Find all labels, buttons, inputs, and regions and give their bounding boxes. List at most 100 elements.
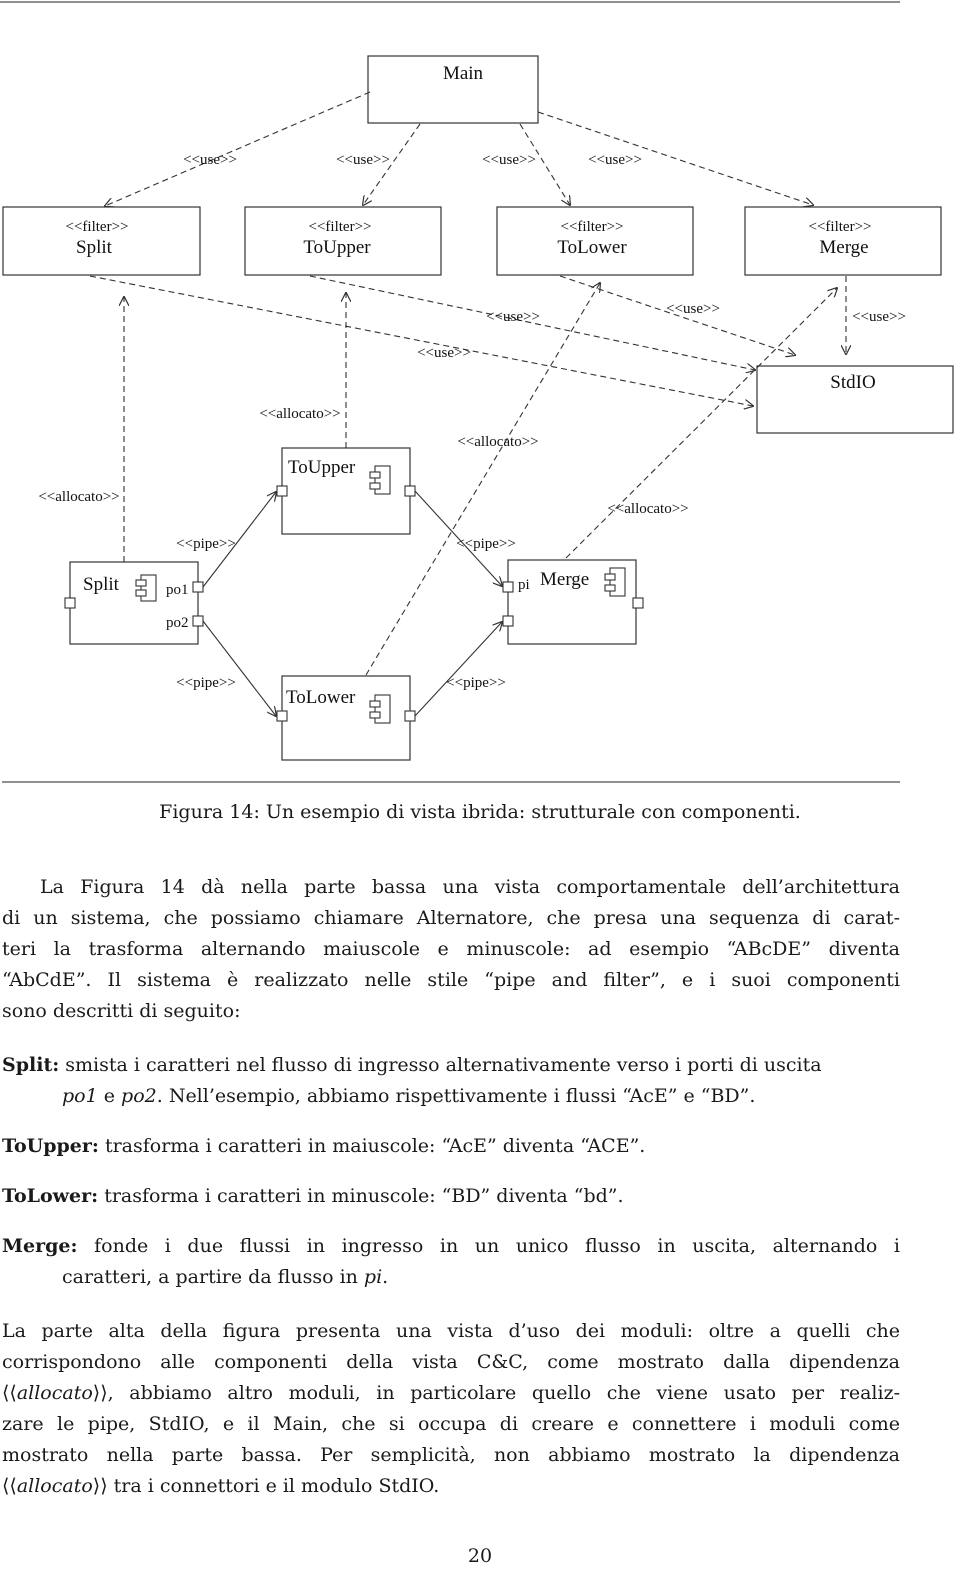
allocato-label-toupper: <<allocato>>	[259, 406, 340, 422]
port-square	[632, 597, 644, 609]
component-icon	[135, 574, 157, 602]
pipe-label-1: <<pipe>>	[176, 536, 236, 552]
use-label-2: <<use>>	[336, 152, 390, 168]
module-tolower: <<filter>> ToLower	[496, 206, 694, 276]
use-label-5: <<use>>	[486, 309, 540, 325]
para2-line-2: corrispondono alle componenti della vist…	[2, 1351, 900, 1373]
module-main-label: Main	[443, 63, 484, 84]
module-stdio-label: StdIO	[830, 372, 875, 393]
module-main: Main	[367, 55, 539, 124]
allocato-arrow-merge	[565, 288, 837, 559]
para2-line-4: zare le pipe, StdIO, e il Main, che si o…	[2, 1413, 900, 1435]
module-toupper-stereotype: <<filter>>	[309, 219, 372, 235]
para2-line-5: mostrato nella parte bassa. Per semplici…	[2, 1444, 900, 1466]
module-tolower-label: ToLower	[557, 237, 627, 258]
allocato-label-tolower: <<allocato>>	[457, 434, 538, 450]
component-tolower-label: ToLower	[286, 687, 356, 708]
port-square	[64, 597, 76, 609]
item-tolower: ToLower: trasforma i caratteri in minusc…	[2, 1181, 900, 1212]
item-split-po2: po2	[121, 1085, 157, 1107]
component-icon	[604, 567, 626, 597]
component-toupper-label: ToUpper	[288, 457, 356, 478]
item-split-po1: po1	[62, 1085, 98, 1107]
use-label-7: <<use>>	[852, 309, 906, 325]
port-po1-label: po1	[166, 582, 189, 598]
module-merge-label: Merge	[819, 237, 868, 258]
component-split: Split po1 po2	[64, 561, 204, 645]
module-merge-stereotype: <<filter>>	[809, 219, 872, 235]
item-merge-line2b: .	[382, 1266, 389, 1288]
port-square	[404, 485, 416, 497]
port-square	[276, 710, 288, 722]
component-icon	[369, 694, 391, 724]
port-pi-label: pi	[518, 577, 530, 593]
item-split-e: e	[97, 1085, 122, 1107]
item-toupper-text: trasforma i caratteri in maiuscole: “AcE…	[104, 1135, 646, 1157]
module-split-label: Split	[76, 237, 113, 258]
pipe-label-3: <<pipe>>	[176, 675, 236, 691]
component-tolower: ToLower	[276, 675, 416, 761]
use-label-6: <<use>>	[666, 301, 720, 317]
item-merge-line1: fonde i due flussi in ingresso in un uni…	[94, 1235, 900, 1257]
module-split-stereotype: <<filter>>	[66, 219, 129, 235]
item-tolower-text: trasforma i caratteri in minuscole: “BD”…	[104, 1185, 624, 1207]
para1-line-2: di un sistema, che possiamo chiamare Alt…	[2, 907, 900, 929]
component-toupper: ToUpper	[276, 447, 416, 535]
port-po2-label: po2	[166, 615, 189, 631]
pipe-label-2: <<pipe>>	[456, 536, 516, 552]
angle-open: ⟨⟨	[2, 1475, 17, 1497]
para1-line-4: “AbCdE”. Il sistema è realizzato nelle s…	[2, 969, 900, 991]
module-tolower-stereotype: <<filter>>	[561, 219, 624, 235]
component-merge: Merge pi	[502, 559, 644, 645]
module-split: <<filter>> Split	[2, 206, 201, 276]
use-arrow-toupper-stdio	[309, 275, 755, 370]
angle-close: ⟩⟩	[92, 1382, 108, 1404]
pipe-arrow-split-toupper	[202, 492, 276, 588]
allocato-label-merge: <<allocato>>	[607, 501, 688, 517]
use-arrow-main-merge	[537, 111, 813, 205]
para1-line-3: teri la trasforma alternando maiuscole e…	[2, 938, 900, 960]
angle-open: ⟨⟨	[2, 1382, 17, 1404]
item-merge: Merge: fonde i due flussi in ingresso in…	[2, 1231, 900, 1262]
para1-line-5: sono descritti di seguito:	[2, 1000, 241, 1022]
para2-line-3: ⟨⟨allocato⟩⟩, abbiamo altro moduli, in p…	[2, 1378, 900, 1409]
pipe-arrow-toupper-merge	[414, 490, 502, 586]
pipe-label-4: <<pipe>>	[446, 675, 506, 691]
item-merge-term: Merge:	[2, 1235, 78, 1257]
module-stdio: StdIO	[756, 365, 954, 434]
angle-close: ⟩⟩	[92, 1475, 108, 1497]
item-merge-pi: pi	[363, 1266, 383, 1288]
figure-caption: Figura 14: Un esempio di vista ibrida: s…	[159, 801, 801, 823]
component-merge-label: Merge	[540, 569, 589, 590]
pipe-arrow-split-tolower	[202, 620, 276, 716]
allocato-arrow-tolower	[365, 283, 600, 676]
port-square	[276, 485, 288, 497]
page-number: 20	[467, 1545, 493, 1567]
use-arrow-main-split	[105, 91, 371, 206]
component-diagram: Main <<filter>> Split <<filter>> ToUpper…	[0, 1, 954, 783]
port-pi	[502, 581, 514, 593]
allocato-word: allocato	[16, 1382, 93, 1404]
item-split-rest: . Nell’esempio, abbiamo rispettivamente …	[156, 1085, 756, 1107]
allocato-word: allocato	[16, 1475, 93, 1497]
item-toupper-term: ToUpper:	[2, 1135, 99, 1157]
component-split-label: Split	[83, 574, 120, 595]
allocato-label-split: <<allocato>>	[38, 489, 119, 505]
pipe-arrow-tolower-merge	[414, 622, 502, 717]
item-split-cont: po1 e po2. Nell’esempio, abbiamo rispett…	[62, 1081, 900, 1112]
use-label-3: <<use>>	[482, 152, 536, 168]
port-po1	[192, 581, 204, 593]
item-toupper: ToUpper: trasforma i caratteri in maiusc…	[2, 1131, 900, 1162]
use-label-1: <<use>>	[183, 152, 237, 168]
use-arrow-main-toupper	[363, 123, 421, 205]
use-label-8: <<use>>	[417, 345, 471, 361]
port-square	[404, 710, 416, 722]
item-merge-cont: caratteri, a partire da flusso in pi.	[62, 1262, 900, 1293]
para2-line-6: ⟨⟨allocato⟩⟩ tra i connettori e il modul…	[2, 1471, 900, 1502]
port-square	[502, 615, 514, 627]
use-arrow-main-tolower	[519, 123, 570, 205]
module-toupper-label: ToUpper	[303, 237, 371, 258]
component-icon	[369, 465, 391, 495]
item-tolower-term: ToLower:	[2, 1185, 99, 1207]
port-po2	[192, 615, 204, 627]
